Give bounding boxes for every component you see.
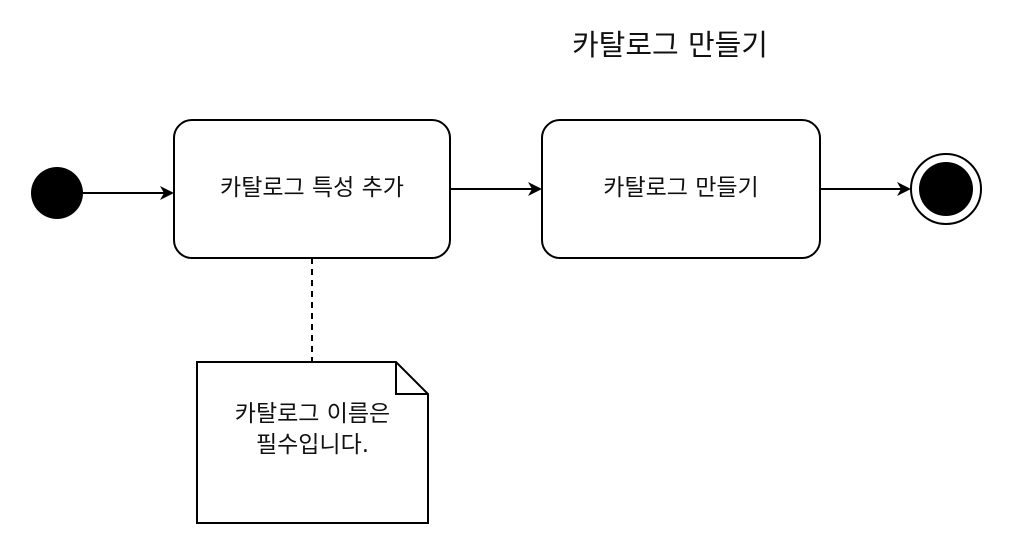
note-folded-corner bbox=[395, 362, 428, 395]
initial-node[interactable] bbox=[31, 167, 83, 219]
note-body bbox=[196, 361, 429, 524]
action-label-text: 카탈로그 특성 추가 bbox=[220, 175, 404, 202]
note-text: 카탈로그 이름은 필수입니다. bbox=[197, 392, 428, 468]
note-line-2: 필수입니다. bbox=[255, 432, 370, 458]
action-label-text: 카탈로그 만들기 bbox=[603, 175, 759, 202]
final-node-inner-dot bbox=[919, 162, 973, 216]
note[interactable] bbox=[196, 361, 429, 524]
action-create-catalog-label: 카탈로그 만들기 bbox=[542, 120, 820, 258]
action-add-catalog-properties-label: 카탈로그 특성 추가 bbox=[174, 120, 450, 258]
note-line-1: 카탈로그 이름은 bbox=[234, 400, 391, 427]
final-node[interactable] bbox=[910, 153, 982, 225]
diagram-title: 카탈로그 만들기 bbox=[572, 28, 768, 62]
